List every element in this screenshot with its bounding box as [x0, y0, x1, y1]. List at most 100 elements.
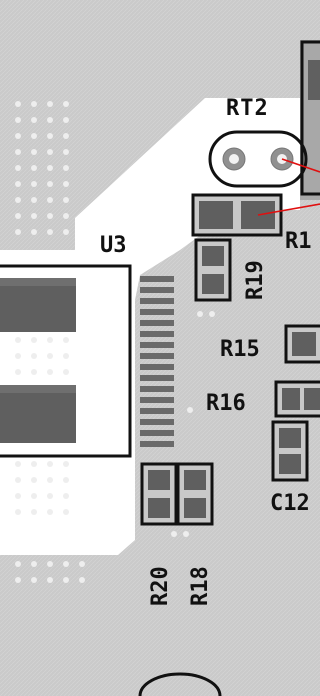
r19-label: R19	[243, 260, 268, 300]
r15-pad-1	[292, 332, 316, 356]
u3-pin	[140, 320, 174, 326]
u3-thermal-pad-top	[0, 278, 76, 332]
u3-pin	[140, 331, 174, 337]
via	[31, 213, 37, 219]
u3-outline	[0, 264, 132, 458]
r19-resistor	[194, 238, 232, 302]
via-array-upper	[15, 101, 69, 235]
via	[47, 353, 53, 359]
u3-pin	[140, 419, 174, 425]
via	[31, 369, 37, 375]
c12-capacitor	[271, 420, 309, 482]
r15-label: R15	[220, 337, 260, 362]
via-array-lower	[15, 337, 85, 583]
via	[63, 577, 69, 583]
r20-label: R20	[148, 566, 173, 606]
via	[31, 133, 37, 139]
r1-resistor	[191, 193, 283, 237]
ratsnest-line-2	[257, 203, 320, 216]
via	[31, 149, 37, 155]
via	[63, 337, 69, 343]
via	[31, 461, 37, 467]
via	[63, 133, 69, 139]
c12-label: C12	[270, 491, 310, 516]
u3-ic	[0, 264, 132, 458]
u3-label: U3	[100, 233, 127, 258]
via	[15, 369, 21, 375]
via	[15, 461, 21, 467]
connector-outline	[300, 40, 320, 196]
via	[15, 213, 21, 219]
via	[15, 197, 21, 203]
r20-resistor	[140, 462, 178, 526]
via	[31, 165, 37, 171]
u3-pin	[140, 408, 174, 414]
via	[31, 101, 37, 107]
u3-thermal-pad-top-edge	[0, 278, 76, 286]
via	[63, 181, 69, 187]
via	[47, 149, 53, 155]
r18-label: R18	[188, 566, 213, 606]
u3-pin	[140, 375, 174, 381]
via	[63, 117, 69, 123]
via	[31, 181, 37, 187]
u3-pin	[140, 397, 174, 403]
via	[47, 213, 53, 219]
r16-resistor	[274, 380, 320, 418]
via	[47, 229, 53, 235]
via	[31, 561, 37, 567]
via	[31, 197, 37, 203]
via	[15, 149, 21, 155]
r19-pad-2	[202, 274, 224, 294]
via	[63, 461, 69, 467]
via	[47, 369, 53, 375]
r18-resistor	[176, 462, 214, 526]
via	[47, 577, 53, 583]
via	[63, 477, 69, 483]
ratsnest-line-1	[281, 158, 320, 173]
via	[31, 337, 37, 343]
via	[63, 149, 69, 155]
via	[31, 493, 37, 499]
via	[15, 353, 21, 359]
via	[63, 561, 69, 567]
via	[47, 493, 53, 499]
rt2-outline	[208, 130, 308, 188]
r16-pad-1	[282, 388, 300, 410]
via	[31, 577, 37, 583]
via	[15, 101, 21, 107]
c12-pad-1	[279, 428, 301, 448]
via	[63, 493, 69, 499]
u3-pin	[140, 441, 174, 447]
via	[63, 101, 69, 107]
bottom-component-outline	[138, 672, 222, 696]
r1-pad-1	[199, 201, 233, 229]
u3-thermal-pad-bottom-edge	[0, 385, 76, 393]
via	[47, 477, 53, 483]
u3-pin-row	[140, 276, 174, 447]
via	[47, 133, 53, 139]
via	[15, 337, 21, 343]
u3-pin	[140, 276, 174, 282]
via	[31, 477, 37, 483]
via	[31, 229, 37, 235]
via	[47, 101, 53, 107]
r16-label: R16	[206, 391, 246, 416]
via	[63, 509, 69, 515]
misc-vias	[171, 311, 215, 537]
u3-pin	[140, 364, 174, 370]
via	[63, 213, 69, 219]
via	[63, 353, 69, 359]
u3-thermal-pad-bottom	[0, 385, 76, 443]
via	[47, 117, 53, 123]
via	[31, 509, 37, 515]
via	[47, 561, 53, 567]
via	[15, 181, 21, 187]
via	[63, 369, 69, 375]
r20-pad-1	[148, 470, 170, 490]
u3-pin	[140, 287, 174, 293]
via	[15, 477, 21, 483]
r18-pad-2	[184, 498, 206, 518]
via	[63, 229, 69, 235]
